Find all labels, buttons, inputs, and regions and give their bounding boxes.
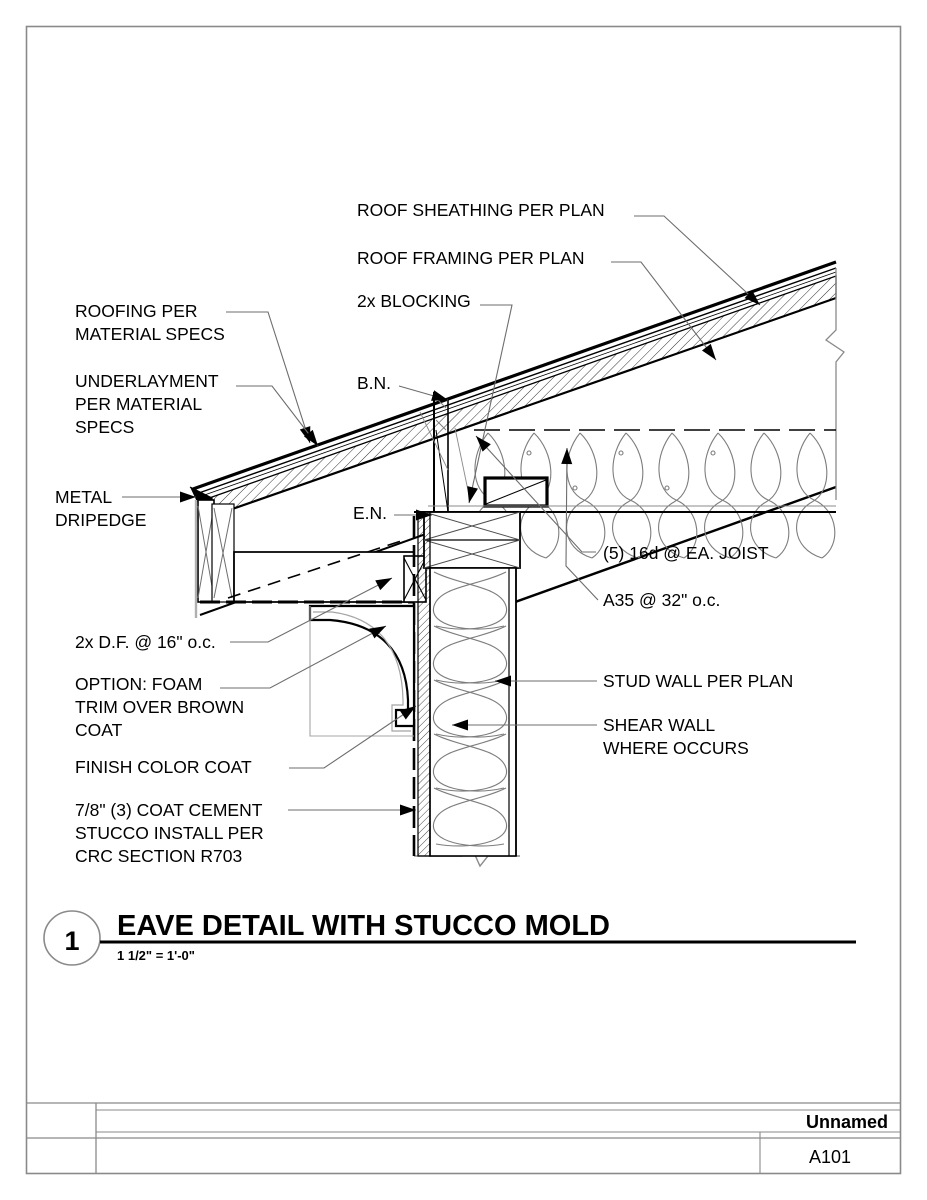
arrowhead-underlayment — [303, 429, 318, 446]
annotation-stud-wall-per-plan: STUD WALL PER PLAN — [603, 671, 793, 691]
leader-line-option-foam-trim — [220, 625, 387, 689]
leader-line-five-16d-each-joist — [475, 435, 596, 553]
arrowhead-roof-sheathing — [744, 290, 760, 305]
annotation-line: 2x D.F. @ 16" o.c. — [75, 632, 216, 652]
annotation-2x-df-16-oc: 2x D.F. @ 16" o.c. — [75, 632, 216, 652]
double-top-plate — [423, 511, 521, 569]
annotation-line: MATERIAL SPECS — [75, 324, 225, 344]
arrowhead-bn-boundary-nailing — [431, 390, 448, 401]
annotation-underlayment: UNDERLAYMENT PER MATERIAL SPECS — [75, 371, 219, 437]
arrowhead-finish-color-coat — [399, 706, 416, 720]
title-block — [27, 1102, 900, 1173]
annotation-line: FINISH COLOR COAT — [75, 757, 252, 777]
leader-line-roofing-per-material-specs — [226, 311, 311, 444]
annotation-line: A35 @ 32" o.c. — [603, 590, 720, 610]
wall-cavity — [429, 567, 517, 857]
annotation-bn-boundary-nailing: B.N. — [357, 373, 391, 393]
arrowhead-option-foam-trim — [369, 626, 386, 639]
break-lines — [824, 268, 845, 500]
arrowhead-roof-framing — [701, 343, 716, 360]
cement-stucco-layer — [417, 511, 431, 857]
annotation-finish-color-coat: FINISH COLOR COAT — [75, 757, 252, 777]
annotation-line: TRIM OVER BROWN — [75, 697, 244, 717]
leader-line-roof-sheathing — [634, 215, 761, 306]
annotation-stucco-spec: 7/8" (3) COAT CEMENT STUCCO INSTALL PER CR… — [75, 800, 264, 866]
leader-line-underlayment — [236, 385, 319, 447]
arrowhead-2x-df-16-oc — [375, 578, 392, 591]
detail-title-text: EAVE DETAIL WITH STUCCO MOLD — [117, 910, 610, 942]
annotation-line: STUCCO INSTALL PER — [75, 823, 264, 843]
annotation-line: E.N. — [353, 503, 387, 523]
sheet-number: A101 — [809, 1147, 851, 1167]
annotation-line: CRC SECTION R703 — [75, 846, 242, 866]
annotation-line: 2x BLOCKING — [357, 291, 471, 311]
fascia-and-dripedge — [189, 486, 235, 618]
arrowhead-en-edge-nailing — [416, 509, 432, 521]
annotation-option-foam-trim: OPTION: FOAM TRIM OVER BROWN COAT — [75, 674, 244, 740]
annotation-line: 7/8" (3) COAT CEMENT — [75, 800, 263, 820]
annotation-line: WHERE OCCURS — [603, 738, 749, 758]
leader-line-2x-blocking — [468, 304, 513, 504]
annotation-line: B.N. — [357, 373, 391, 393]
stucco-assembly — [412, 511, 431, 857]
roofing-layer — [192, 260, 837, 491]
annotation-line: UNDERLAYMENT — [75, 371, 219, 391]
annotation-line: ROOFING PER — [75, 301, 198, 321]
annotation-line: COAT — [75, 720, 123, 740]
annotation-line: ROOF FRAMING PER PLAN — [357, 248, 585, 268]
annotation-five-16d-each-joist: (5) 16d @ EA. JOIST — [603, 543, 769, 563]
annotation-line: SHEAR WALL — [603, 715, 715, 735]
annotation-roofing-per-material-specs: ROOFING PER MATERIAL SPECS — [75, 301, 225, 344]
project-name: Unnamed — [806, 1112, 888, 1132]
arrowhead-2x-blocking — [467, 486, 478, 503]
roof-underlayment-line — [195, 267, 837, 495]
annotation-roof-framing: ROOF FRAMING PER PLAN — [357, 248, 585, 268]
soffit-vent-dashed — [227, 539, 405, 599]
leader-line-a35-clip — [565, 447, 599, 601]
arrowhead-stud-wall-per-plan — [495, 675, 511, 687]
annotation-line: OPTION: FOAM — [75, 674, 202, 694]
annotation-en-edge-nailing: E.N. — [353, 503, 387, 523]
rafter-underside — [197, 296, 837, 523]
annotation-labels: ROOF SHEATHING PER PLAN ROOF FRAMING PER … — [55, 200, 793, 866]
leader-line-2x-df-16-oc — [230, 577, 393, 643]
arrowhead-stucco-spec — [400, 804, 416, 816]
arrowhead-a35-clip — [561, 448, 573, 465]
detail-number: 1 — [64, 926, 79, 956]
annotation-line: STUD WALL PER PLAN — [603, 671, 793, 691]
annotation-line: ROOF SHEATHING PER PLAN — [357, 200, 605, 220]
detail-scale-text: 1 1/2" = 1'-0" — [117, 948, 195, 963]
annotation-line: PER MATERIAL — [75, 394, 202, 414]
arrowhead-shear-wall-where-occurs — [452, 719, 468, 731]
wall-insulation — [433, 571, 507, 847]
annotation-a35-clip: A35 @ 32" o.c. — [603, 590, 720, 610]
roofing-gap-line — [195, 271, 837, 499]
soffit-board — [233, 551, 415, 603]
detail-title-group: 1 EAVE DETAIL WITH STUCCO MOLD 1 1/2" = … — [43, 910, 856, 966]
annotation-line: DRIPEDGE — [55, 510, 146, 530]
detail-bubble — [43, 910, 101, 966]
leader-line-finish-color-coat — [289, 705, 417, 769]
annotation-2x-blocking: 2x BLOCKING — [357, 291, 471, 311]
annotation-roof-sheathing: ROOF SHEATHING PER PLAN — [357, 200, 605, 220]
leader-line-roof-framing — [611, 261, 717, 361]
foam-trim-profile — [308, 604, 416, 728]
arrowhead-metal-dripedge — [180, 491, 196, 503]
arrowhead-five-16d-each-joist — [476, 436, 491, 452]
annotation-shear-wall-where-occurs: SHEAR WALL WHERE OCCURS — [603, 715, 749, 758]
annotation-leaders — [122, 215, 761, 816]
annotation-metal-dripedge: METAL DRIPEDGE — [55, 487, 146, 530]
annotation-line: (5) 16d @ EA. JOIST — [603, 543, 769, 563]
annotation-line: SPECS — [75, 417, 134, 437]
stucco-mold-trim — [308, 604, 416, 737]
annotation-line: METAL — [55, 487, 112, 507]
sheet-border — [25, 25, 902, 1175]
stud-wall — [429, 567, 517, 857]
